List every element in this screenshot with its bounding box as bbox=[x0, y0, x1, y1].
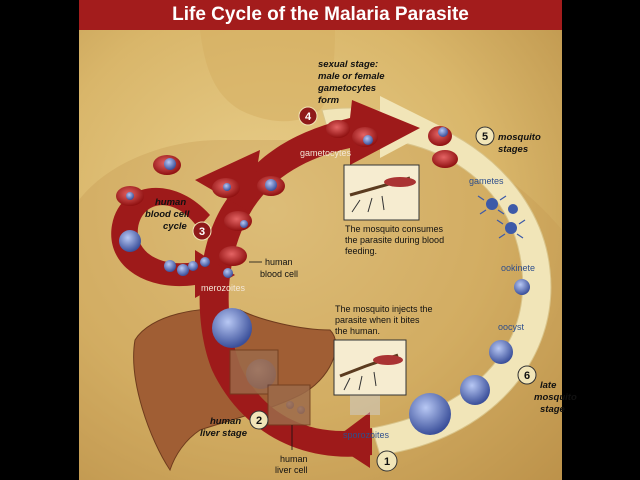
main-cycle-arrow bbox=[199, 100, 420, 457]
gametes-shapes bbox=[477, 195, 526, 239]
stage6-label: late mosquito stage bbox=[534, 380, 577, 415]
stage-badge-3: 3 bbox=[192, 221, 212, 241]
head-silhouette bbox=[200, 30, 335, 122]
svg-text:form: form bbox=[318, 95, 340, 106]
blood-cycle-arrow bbox=[111, 187, 235, 298]
sporozoites-label: sporozoites bbox=[343, 430, 390, 440]
svg-text:The mosquito consumes: The mosquito consumes bbox=[345, 224, 444, 234]
svg-text:the parasite during blood: the parasite during blood bbox=[345, 235, 444, 245]
svg-text:The mosquito injects the: The mosquito injects the bbox=[335, 304, 433, 314]
gametocytes-label: gametocytes bbox=[300, 148, 352, 158]
svg-text:human: human bbox=[210, 416, 241, 427]
svg-text:the human.: the human. bbox=[335, 326, 380, 336]
svg-text:liver stage: liver stage bbox=[200, 428, 248, 439]
svg-text:parasite when it bites: parasite when it bites bbox=[335, 315, 420, 325]
svg-text:mosquito: mosquito bbox=[534, 392, 577, 403]
svg-text:5: 5 bbox=[482, 131, 488, 143]
svg-text:mosquito: mosquito bbox=[498, 132, 541, 143]
svg-text:gametocytes: gametocytes bbox=[317, 83, 376, 94]
svg-text:late: late bbox=[540, 380, 557, 391]
merozoites-label: merozoites bbox=[201, 283, 246, 293]
svg-text:cycle: cycle bbox=[163, 221, 187, 232]
svg-text:human: human bbox=[280, 454, 308, 464]
svg-text:blood cell: blood cell bbox=[260, 269, 298, 279]
stage5-label: mosquito stages bbox=[498, 132, 541, 155]
liver-cells bbox=[229, 349, 311, 426]
svg-text:liver cell: liver cell bbox=[275, 465, 308, 475]
svg-text:blood cell: blood cell bbox=[145, 209, 190, 220]
mosquito-feeding-icon bbox=[343, 164, 420, 221]
human-liver-cell-label: human liver cell bbox=[275, 425, 308, 475]
svg-text:human: human bbox=[265, 257, 293, 267]
svg-text:3: 3 bbox=[199, 226, 205, 238]
stage2-label: human liver stage bbox=[200, 416, 248, 439]
ookinete-label: ookinete bbox=[501, 263, 535, 273]
page-title: Life Cycle of the Malaria Parasite bbox=[79, 0, 562, 30]
svg-text:2: 2 bbox=[256, 415, 262, 427]
stage4-label: sexual stage: male or female gametocytes… bbox=[317, 59, 385, 106]
liver-entry-arrowhead bbox=[330, 412, 370, 468]
human-blood-cell-label: human blood cell bbox=[260, 257, 298, 279]
consume-caption: The mosquito consumes the parasite durin… bbox=[345, 224, 444, 256]
stage3-label: human blood cell cycle bbox=[145, 197, 190, 232]
svg-text:stage: stage bbox=[540, 404, 566, 415]
inject-caption: The mosquito injects the parasite when i… bbox=[335, 304, 433, 336]
stage-badge-5: 5 bbox=[475, 126, 495, 146]
svg-text:feeding.: feeding. bbox=[345, 246, 377, 256]
oocyst-label: oocyst bbox=[498, 322, 525, 332]
svg-text:1: 1 bbox=[384, 456, 390, 468]
svg-text:6: 6 bbox=[524, 370, 530, 382]
stage-badge-6: 6 bbox=[517, 365, 537, 385]
mosquito-biting-icon bbox=[333, 339, 407, 396]
stage-badge-4: 4 bbox=[298, 106, 318, 126]
svg-text:human: human bbox=[155, 197, 186, 208]
svg-text:male or female: male or female bbox=[318, 71, 385, 82]
svg-text:stages: stages bbox=[498, 144, 528, 155]
stage-badge-2: 2 bbox=[249, 410, 269, 430]
svg-text:4: 4 bbox=[305, 111, 312, 123]
stage-badge-1: 1 bbox=[376, 450, 398, 472]
svg-text:sexual stage:: sexual stage: bbox=[318, 59, 378, 70]
gametes-label: gametes bbox=[469, 176, 504, 186]
